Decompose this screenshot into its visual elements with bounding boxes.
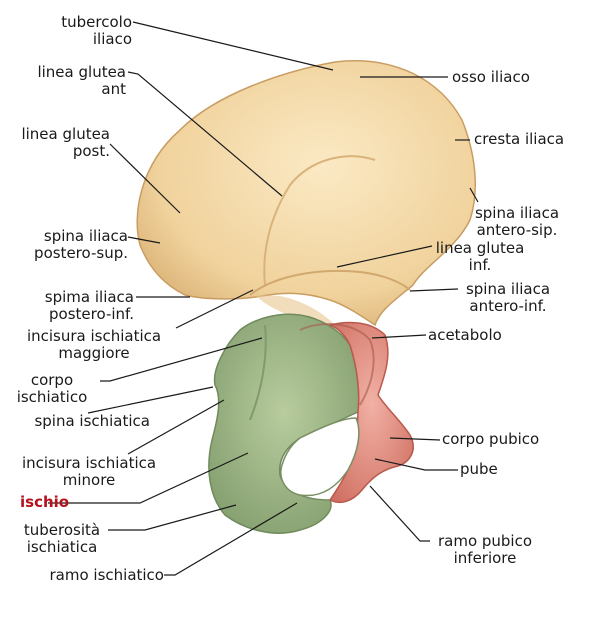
label-spina-iliaca-antero-inf: spina iliaca antero-inf. <box>465 280 551 315</box>
label-incisura-ischiatica-maggiore: incisura ischiatica maggiore <box>26 327 162 362</box>
leader-lines <box>48 21 479 576</box>
label-linea-glutea-inf: linea glutea inf. <box>435 239 525 274</box>
label-cresta-iliaca: cresta iliaca <box>474 130 565 148</box>
label-spina-ischiatica: spina ischiatica <box>34 412 150 430</box>
label-acetabolo: acetabolo <box>428 326 502 344</box>
label-tubercolo-iliaco: tubercolo iliaco <box>61 13 132 48</box>
label-ramo-pubico-inferiore: ramo pubico inferiore <box>437 532 533 567</box>
label-spima-iliaca-postero-inf: spima iliaca postero-inf. <box>44 288 134 323</box>
label-corpo-ischiatico: corpo ischiatico <box>16 371 88 406</box>
label-spina-iliaca-postero-sup: spina iliaca postero-sup. <box>34 227 128 262</box>
ilium-lower-ridge <box>249 269 411 296</box>
acetabulum-rim <box>299 323 375 406</box>
leader-corpo-pubico <box>389 437 441 441</box>
ischium-ridge <box>249 324 267 421</box>
obturator-foramen <box>280 417 360 497</box>
label-ischio: ischio <box>20 493 70 511</box>
leader-ramo-pubico-inferiore <box>369 485 430 542</box>
leader-spina-iliaca-antero-inf <box>409 288 459 292</box>
label-pube: pube <box>460 460 498 478</box>
leader-ramo-ischiatico <box>164 502 298 576</box>
leader-spina-iliaca-antero-sip <box>469 187 479 203</box>
leader-acetabolo <box>371 334 427 339</box>
greater-sciatic-notch <box>255 295 335 325</box>
label-tuberosita-ischiatica: tuberosità ischiatica <box>23 521 101 556</box>
leader-pube <box>374 458 458 471</box>
leader-incisura-ischiatica-minore <box>127 399 225 455</box>
leader-spina-ischiatica <box>87 386 214 414</box>
leader-spina-iliaca-postero-sup <box>127 236 161 244</box>
ilium-shape <box>136 60 476 327</box>
label-corpo-pubico: corpo pubico <box>442 430 540 448</box>
leader-linea-glutea-inf <box>336 245 433 268</box>
ilium-ridge <box>263 155 376 286</box>
label-incisura-ischiatica-minore: incisura ischiatica minore <box>21 454 157 489</box>
label-ramo-ischiatico: ramo ischiatico <box>49 566 165 584</box>
leader-tubercolo-iliaco <box>132 21 334 71</box>
pubis-shape <box>327 321 414 503</box>
label-linea-glutea-post: linea glutea post. <box>21 125 110 160</box>
leader-linea-glutea-post <box>109 143 181 214</box>
label-spina-iliaca-antero-sip: spina iliaca antero-sip. <box>474 204 560 239</box>
leader-linea-glutea-ant <box>127 71 283 197</box>
leader-ischio <box>48 452 249 504</box>
label-linea-glutea-ant: linea glutea ant <box>37 63 126 98</box>
leader-corpo-ischiatico <box>100 337 263 382</box>
label-osso-iliaco: osso iliaco <box>452 68 530 86</box>
leader-tuberosita-ischiatica <box>108 504 237 531</box>
leader-incisura-ischiatica-maggiore <box>175 289 254 329</box>
